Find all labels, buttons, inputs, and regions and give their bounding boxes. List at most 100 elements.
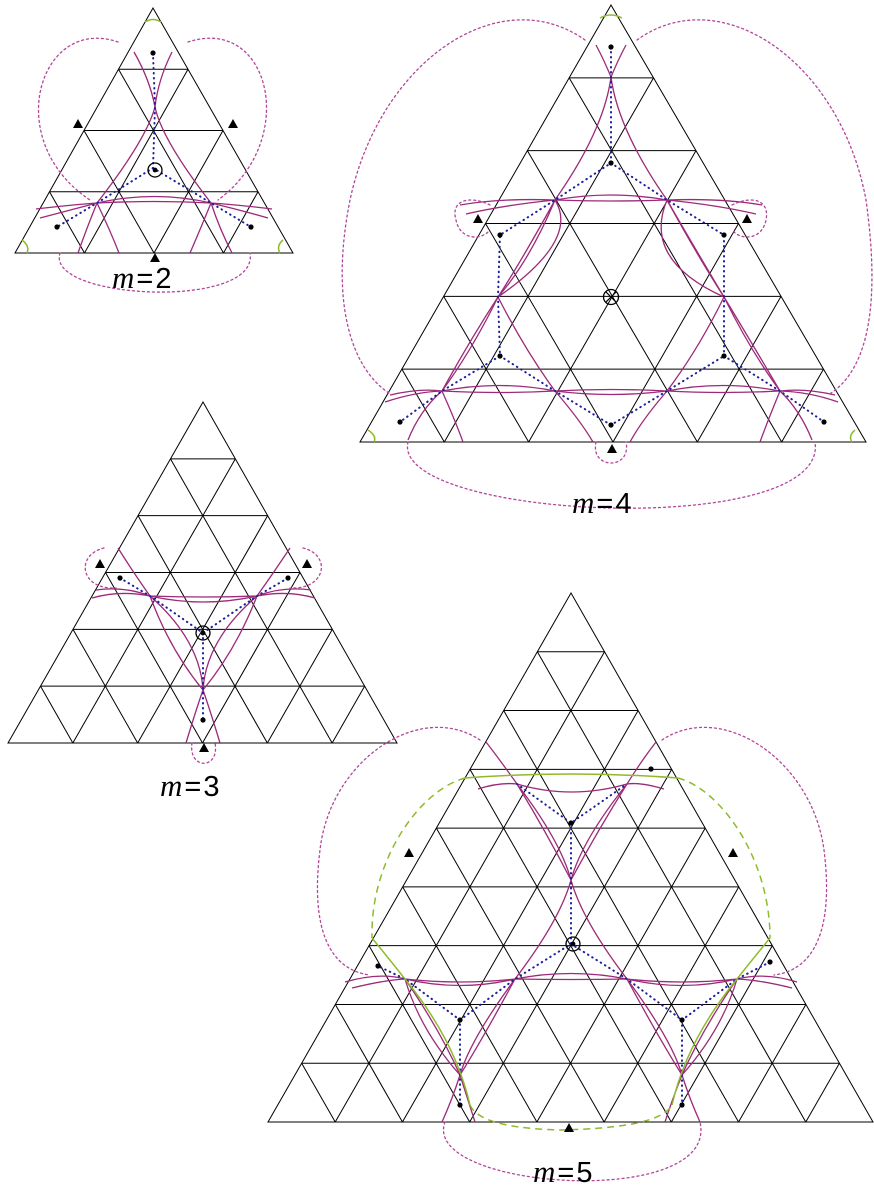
m3-dot-marker [285, 575, 291, 581]
m4-dot-marker [721, 232, 727, 238]
m4-dot-marker [397, 419, 403, 425]
m2-magenta-curve [189, 202, 212, 254]
m4-triangle-marker [473, 214, 483, 223]
m3-triangle-marker [302, 559, 312, 568]
m3-circled-dot-center [200, 630, 206, 636]
m2-triangle-marker [150, 253, 160, 262]
m3-grid-diag-b [40, 685, 74, 744]
m4-dot-marker [497, 353, 503, 359]
m5-green-curve [371, 937, 406, 980]
m4-grid-diag-a [443, 77, 654, 443]
m5-dot-marker [457, 1017, 463, 1023]
m5-blue-dotted-path [516, 783, 628, 825]
m4-magenta-curve [497, 199, 562, 298]
m2-triangle-marker [73, 119, 83, 128]
m3-magenta-curve [91, 592, 316, 603]
m5-grid-diag-a [402, 710, 639, 1123]
m3-grid-diag-a [72, 458, 236, 744]
m5-outline [267, 591, 874, 1123]
m5-magenta-dotted-loop [316, 726, 481, 976]
m2-dot-marker [150, 50, 156, 56]
m5-blue-dotted-path [570, 943, 683, 1106]
m4-magenta-curve [554, 390, 668, 443]
m2-green-curve [277, 239, 284, 254]
m5-green-curve [371, 777, 466, 939]
m5-magenta-curve [404, 978, 738, 1076]
m3-triangle-marker [95, 559, 105, 568]
m3-dot-marker [200, 717, 206, 723]
m4-magenta-curve [459, 194, 763, 206]
m4-magenta-dotted-loop [594, 441, 628, 464]
m5-blue-dotted-path [459, 822, 572, 1106]
m5-grid-diag-a [536, 827, 706, 1123]
m3-magenta-curve [95, 588, 312, 598]
m4-magenta-curve [384, 384, 839, 403]
m4-blue-dotted-path [399, 46, 612, 423]
m2-triangle-marker [228, 119, 238, 128]
m4-magenta-dotted-loop [636, 19, 873, 396]
m3-magenta-curve [149, 595, 258, 691]
m5-circled-dot-center [570, 941, 576, 947]
m4-green-curve [599, 14, 623, 19]
m4-magenta-curve [666, 199, 725, 298]
label-m3: m=3 [160, 768, 220, 803]
m4-dot-marker [608, 422, 614, 428]
m4-magenta-curve [723, 296, 781, 392]
m2-magenta-curve [133, 51, 212, 204]
m5-magenta-curve [477, 782, 665, 793]
m4-magenta-curve [666, 296, 725, 392]
m4-circled-cross-marker [602, 288, 620, 306]
m4-dot-marker [497, 232, 503, 238]
m3-grid-diag-b [105, 572, 203, 744]
m4-magenta-curve [497, 296, 556, 392]
m2-magenta-curve [35, 200, 273, 210]
m3-magenta-curve [117, 547, 221, 744]
m4-green-curve [367, 429, 376, 443]
m2-grid-diag-a [223, 191, 259, 254]
m4-magenta-curve [465, 199, 757, 215]
m5-magenta-curve [516, 783, 628, 881]
m3-magenta-dotted-loop [289, 547, 322, 589]
m4-magenta-dotted-loop [731, 199, 768, 238]
m2-dot-marker [248, 224, 254, 230]
m5-dot-marker [457, 1102, 463, 1108]
m4-grid-diag-b [568, 77, 783, 443]
m3-grid-diag-a [331, 685, 366, 744]
m4-magenta-curve [497, 199, 556, 298]
m4-grid-diag-b [485, 223, 614, 443]
m2-magenta-dotted-loop [58, 252, 251, 293]
m5-triangle-marker [728, 848, 738, 857]
m5-magenta-curve [404, 978, 738, 1076]
m2-magenta-curve [96, 202, 120, 254]
panel-m4 [341, 4, 873, 509]
m2-circled-dot-center [152, 167, 158, 173]
m2-magenta-curve [77, 202, 98, 254]
m4-magenta-curve [660, 199, 725, 298]
m5-grid-diag-a [805, 1062, 840, 1123]
m2-magenta-curve [96, 51, 173, 204]
m4-magenta-curve [407, 44, 627, 441]
panel-m2 [14, 6, 294, 293]
m5-grid-diag-b [368, 945, 471, 1123]
m5-dot-marker [375, 963, 381, 969]
m2-circled-dot-marker [147, 162, 163, 178]
label-m5: m=5 [533, 1154, 593, 1189]
m2-grid-diag-b [118, 69, 224, 254]
m4-dot-marker [821, 419, 827, 425]
m2-grid-diag-a [84, 69, 189, 254]
m2-green-curve [144, 18, 162, 23]
m3-dot-marker [117, 575, 123, 581]
m2-green-curve [21, 239, 29, 254]
m4-magenta-dotted-loop [407, 441, 816, 509]
m2-magenta-dotted-loop [37, 37, 268, 201]
m4-magenta-dotted-loop [454, 199, 491, 238]
m4-magenta-curve [441, 390, 781, 443]
m5-green-curve [469, 1104, 673, 1131]
panel-m3 [7, 400, 398, 764]
m3-magenta-dotted-loop [84, 547, 117, 589]
m4-magenta-dotted-loop [341, 19, 586, 396]
m5-magenta-dotted-loop [442, 1121, 702, 1182]
m5-grid-diag-a [670, 945, 773, 1123]
m5-green-curve [677, 777, 771, 939]
m3-triangle-marker [199, 743, 209, 752]
